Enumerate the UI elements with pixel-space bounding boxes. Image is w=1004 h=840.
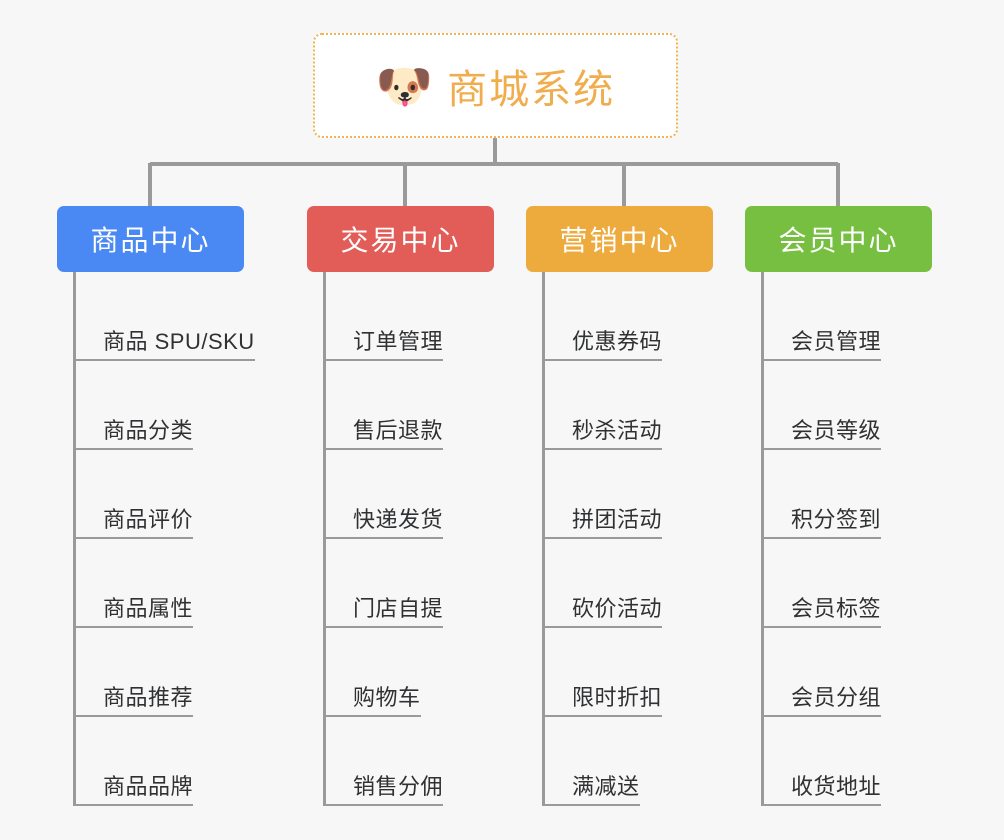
- branch-items-4: 会员管理 会员等级 积分签到 会员标签 会员分组 收货地址: [761, 272, 991, 806]
- leaf-label: 会员等级: [763, 413, 882, 450]
- leaf-label: 秒杀活动: [544, 413, 663, 450]
- branch-会员中心: 会员中心 会员管理 会员等级 积分签到 会员标签 会员分组 收货地址: [745, 206, 932, 806]
- list-item[interactable]: 订单管理: [325, 272, 553, 361]
- list-item[interactable]: 商品分类: [75, 361, 303, 450]
- list-item[interactable]: 售后退款: [325, 361, 553, 450]
- root-node[interactable]: 🐶 商城系统: [313, 33, 678, 138]
- branch-items-3: 优惠券码 秒杀活动 拼团活动 砍价活动 限时折扣 满减送: [542, 272, 772, 806]
- root-title: 商城系统: [447, 67, 616, 112]
- leaf-label: 商品分类: [75, 413, 194, 450]
- leaf-label: 积分签到: [763, 502, 882, 539]
- list-item[interactable]: 销售分佣: [325, 717, 553, 806]
- leaf-label: 砍价活动: [544, 591, 663, 628]
- list-item[interactable]: 限时折扣: [544, 628, 772, 717]
- list-item[interactable]: 快递发货: [325, 450, 553, 539]
- branch-商品中心: 商品中心 商品 SPU/SKU 商品分类 商品评价 商品属性 商品推荐 商品品牌: [57, 206, 255, 806]
- list-item[interactable]: 商品属性: [75, 539, 303, 628]
- list-item[interactable]: 会员分组: [763, 628, 991, 717]
- branch-items-2: 订单管理 售后退款 快递发货 门店自提 购物车 销售分佣: [323, 272, 553, 806]
- list-item[interactable]: 会员管理: [763, 272, 991, 361]
- list-item[interactable]: 会员标签: [763, 539, 991, 628]
- leaf-label: 购物车: [326, 680, 421, 717]
- leaf-label: 优惠券码: [544, 324, 663, 361]
- branch-营销中心: 营销中心 优惠券码 秒杀活动 拼团活动 砍价活动 限时折扣 满减送: [526, 206, 713, 806]
- leaf-label: 商品推荐: [75, 680, 194, 717]
- leaf-label: 会员标签: [763, 591, 882, 628]
- leaf-label: 限时折扣: [544, 680, 663, 717]
- list-item[interactable]: 商品品牌: [75, 717, 303, 806]
- leaf-label: 商品品牌: [75, 769, 194, 806]
- list-item[interactable]: 拼团活动: [544, 450, 772, 539]
- branch-header-3[interactable]: 营销中心: [526, 206, 713, 272]
- branch-header-label-1: 商品中心: [90, 225, 211, 256]
- branch-header-label-2: 交易中心: [340, 225, 461, 256]
- list-item[interactable]: 秒杀活动: [544, 361, 772, 450]
- leaf-label: 商品 SPU/SKU: [76, 324, 255, 361]
- list-item[interactable]: 商品 SPU/SKU: [76, 272, 303, 361]
- leaf-label: 商品属性: [75, 591, 194, 628]
- branch-header-1[interactable]: 商品中心: [57, 206, 244, 272]
- list-item[interactable]: 砍价活动: [544, 539, 772, 628]
- branch-header-label-4: 会员中心: [778, 225, 899, 256]
- leaf-label: 拼团活动: [544, 502, 663, 539]
- list-item[interactable]: 商品评价: [75, 450, 303, 539]
- list-item[interactable]: 积分签到: [763, 450, 991, 539]
- branch-交易中心: 交易中心 订单管理 售后退款 快递发货 门店自提 购物车 销售分佣: [307, 206, 494, 806]
- leaf-label: 售后退款: [325, 413, 444, 450]
- shiba-dog-face-icon: 🐶: [375, 59, 434, 112]
- branch-header-label-3: 营销中心: [559, 225, 680, 256]
- list-item[interactable]: 优惠券码: [544, 272, 772, 361]
- list-item[interactable]: 满减送: [545, 717, 772, 806]
- leaf-label: 会员分组: [763, 680, 882, 717]
- leaf-label: 门店自提: [325, 591, 444, 628]
- leaf-label: 满减送: [545, 769, 640, 806]
- list-item[interactable]: 门店自提: [325, 539, 553, 628]
- leaf-label: 销售分佣: [325, 769, 444, 806]
- branch-header-2[interactable]: 交易中心: [307, 206, 494, 272]
- leaf-label: 收货地址: [763, 769, 882, 806]
- list-item[interactable]: 购物车: [326, 628, 553, 717]
- leaf-label: 订单管理: [325, 324, 444, 361]
- leaf-label: 快递发货: [325, 502, 444, 539]
- leaf-label: 商品评价: [75, 502, 194, 539]
- branch-header-4[interactable]: 会员中心: [745, 206, 932, 272]
- leaf-label: 会员管理: [763, 324, 882, 361]
- branch-items-1: 商品 SPU/SKU 商品分类 商品评价 商品属性 商品推荐 商品品牌: [73, 272, 303, 806]
- list-item[interactable]: 会员等级: [763, 361, 991, 450]
- list-item[interactable]: 商品推荐: [75, 628, 303, 717]
- list-item[interactable]: 收货地址: [763, 717, 991, 806]
